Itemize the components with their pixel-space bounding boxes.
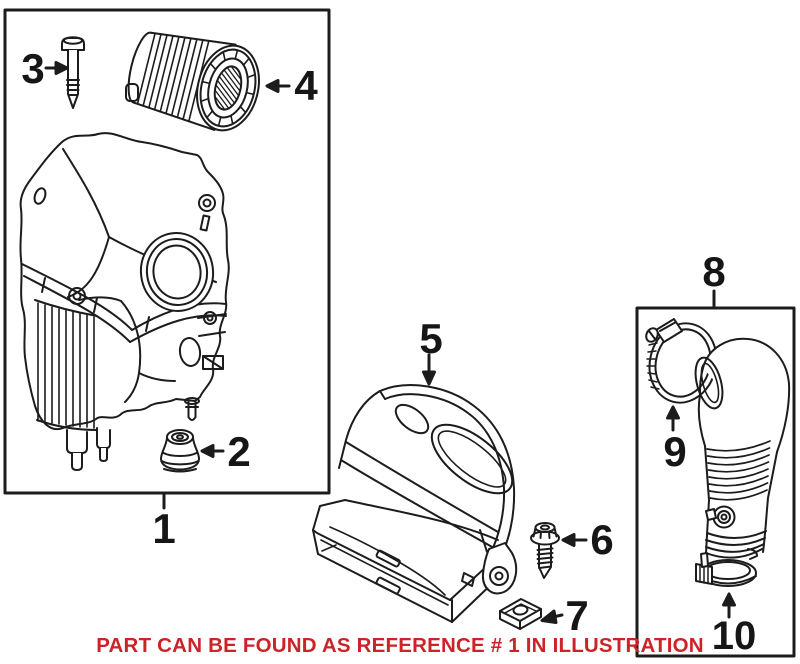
part8-boundary-box bbox=[635, 306, 796, 658]
arrow-to-part10 bbox=[722, 592, 736, 619]
callout-arrows bbox=[44, 61, 736, 624]
arrow-to-part7 bbox=[540, 609, 564, 624]
clip-nut-drawing bbox=[499, 598, 542, 630]
caption-text: PART CAN BE FOUND AS REFERENCE # 1 IN IL… bbox=[96, 634, 704, 657]
callout-5: 5 bbox=[419, 315, 443, 362]
callout-1: 1 bbox=[152, 505, 176, 552]
arrow-to-part9 bbox=[666, 405, 680, 432]
arrow-to-part5 bbox=[422, 353, 436, 386]
air-cleaner-housing-drawing bbox=[19, 132, 230, 471]
arrow-to-part6 bbox=[561, 533, 588, 547]
callout-6: 6 bbox=[590, 516, 614, 563]
rubber-mount-drawing bbox=[160, 429, 200, 473]
hose-clamp-small-drawing bbox=[695, 552, 757, 587]
callout-9: 9 bbox=[663, 428, 687, 475]
callout-4: 4 bbox=[294, 62, 318, 109]
bolt-drawing bbox=[530, 522, 560, 579]
arrow-to-part2 bbox=[200, 444, 225, 458]
screw-drawing bbox=[61, 36, 85, 109]
air-filter-drawing bbox=[125, 31, 260, 132]
callout-8: 8 bbox=[702, 248, 726, 295]
callout-7: 7 bbox=[565, 592, 589, 639]
callout-10: 10 bbox=[711, 614, 757, 658]
arrow-to-part3 bbox=[44, 61, 69, 75]
arrow-to-part4 bbox=[265, 79, 291, 93]
intake-duct-drawing bbox=[312, 384, 518, 623]
callout-2: 2 bbox=[227, 428, 251, 475]
callout-3: 3 bbox=[21, 45, 45, 92]
intake-hose-drawing bbox=[694, 337, 791, 560]
part1-boundary-box bbox=[3, 8, 331, 495]
